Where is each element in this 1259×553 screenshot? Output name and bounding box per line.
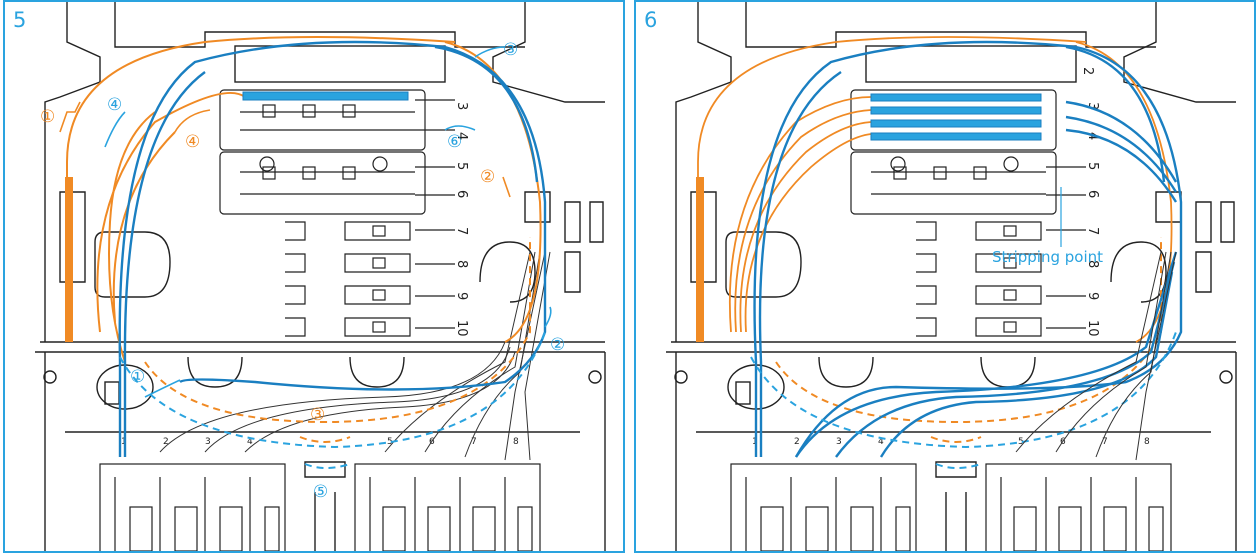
tray-number: 7 (454, 227, 469, 235)
orange-step-1: ① (40, 107, 55, 127)
splice-protector (242, 91, 409, 101)
tray-slots (916, 166, 1086, 337)
tray-number: 5 (454, 162, 469, 170)
tray-number: 6 (454, 190, 469, 198)
blue-dashed-route (750, 331, 1177, 469)
tray-number: 3 (1085, 102, 1100, 110)
connector-blocks (99, 463, 541, 551)
panel-step-6: 6 (634, 0, 1256, 553)
tray-number: 3 (454, 102, 469, 110)
blue-step-4: ④ (107, 95, 122, 115)
panel-number: 5 (13, 8, 27, 32)
orange-step-2: ② (480, 167, 495, 187)
blue-step-arrows (104, 46, 552, 398)
orange-fiber-sleeve (696, 177, 704, 342)
splice-holders (850, 89, 1057, 215)
tray-number: 8 (454, 260, 469, 268)
blue-step-6: ⑥ (447, 132, 462, 152)
blue-step-2: ② (550, 335, 565, 355)
orange-fiber-sleeve (65, 177, 73, 342)
orange-step-3: ③ (310, 405, 325, 425)
connector-number: 4 (247, 437, 253, 447)
panel-step-5: 5 (3, 0, 625, 553)
pigtail-fibers (1015, 251, 1177, 461)
blue-step-labels: ① ② ③ ④ ⑤ ⑥ (107, 40, 565, 502)
connector-number: 7 (471, 437, 477, 447)
tray-number-labels: 3 4 5 6 7 8 9 10 (454, 102, 469, 337)
blue-step-1: ① (130, 367, 145, 387)
connector-number: 8 (513, 437, 519, 447)
tray-number: 8 (1085, 260, 1100, 268)
blue-step-3: ③ (503, 40, 518, 60)
orange-step-4: ④ (185, 132, 200, 152)
connector-number: 5 (387, 437, 393, 447)
connector-number: 7 (1102, 437, 1108, 447)
stripping-point-label: Stripping point (992, 248, 1103, 266)
connector-number: 3 (205, 437, 211, 447)
panel-6-drawing: 2 3 4 5 6 7 8 9 10 1 (666, 2, 1237, 551)
connector-number: 2 (163, 437, 169, 447)
panel-number: 6 (644, 8, 658, 32)
blue-dashed-route (119, 331, 546, 469)
blue-fibers (118, 40, 547, 457)
connector-number: 3 (836, 437, 842, 447)
orange-fibers (66, 36, 542, 363)
tray-number: 9 (454, 292, 469, 300)
connector-number: 4 (878, 437, 884, 447)
panel-5-drawing: 3 4 5 6 7 8 9 10 1 2 (35, 2, 606, 551)
tray-number: 10 (1085, 320, 1100, 337)
tray-number: 5 (1085, 162, 1100, 170)
tray-number: 7 (1085, 227, 1100, 235)
pigtail-fibers (159, 251, 551, 461)
connector-number: 5 (1018, 437, 1024, 447)
blue-step-5: ⑤ (313, 482, 328, 502)
splice-protectors (870, 93, 1042, 141)
tray-number: 6 (1085, 190, 1100, 198)
tray-number: 10 (454, 320, 469, 337)
tray-slots (285, 99, 455, 337)
tray-number: 4 (454, 132, 469, 140)
orange-step-arrows (59, 101, 511, 198)
splice-holders (219, 89, 426, 215)
blue-fibers (753, 40, 1183, 458)
tray-number: 2 (1080, 67, 1095, 75)
connector-blocks (730, 463, 1172, 551)
orange-dashed-route (775, 237, 1162, 443)
tray-number: 9 (1085, 292, 1100, 300)
orange-dashed-route (144, 237, 531, 443)
connector-number: 8 (1144, 437, 1150, 447)
orange-step-labels: ① ② ③ ④ (40, 107, 495, 425)
connector-number: 2 (794, 437, 800, 447)
